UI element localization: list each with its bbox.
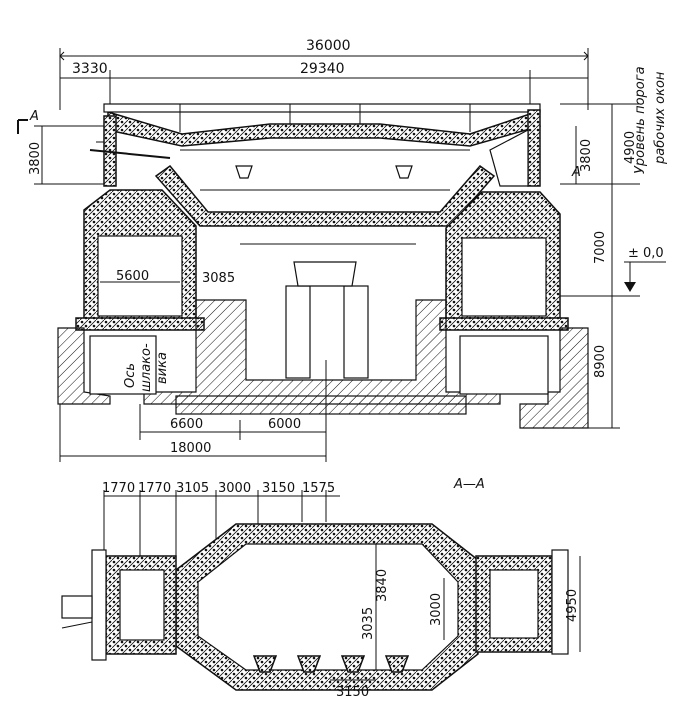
plan-dim-d1: 1770 (102, 481, 135, 496)
zero-mark-label: ± 0,0 (628, 246, 664, 261)
dim-bottom-right: 6000 (268, 417, 301, 432)
plan-dim-h3: 3000 (429, 593, 444, 626)
dim-regen-width: 5600 (116, 269, 149, 284)
left-wall (89, 115, 171, 187)
right-wall (489, 109, 541, 187)
dim-left-height: 3800 (28, 142, 43, 175)
axis-label-line3: вика (155, 352, 170, 384)
dim-upper-right: 4900 (623, 131, 638, 164)
plan-dim-h2: 3035 (361, 607, 376, 640)
section-label-left: A (29, 109, 39, 124)
bottom-dimension-lines (59, 360, 327, 462)
plan-internal-dimension-lines (330, 544, 581, 681)
level-label-line1: Уровень порога (633, 66, 648, 174)
dim-gap: 3085 (202, 271, 235, 286)
level-label-line2: рабочих окон (653, 71, 668, 165)
plan-dim-bottom: 3150 (336, 685, 369, 700)
foundation (57, 299, 589, 429)
section-marker-left (17, 119, 28, 134)
plan-dim-h1: 3840 (375, 569, 390, 602)
plan-dim-d3: 3105 (176, 481, 209, 496)
dim-inner-width: 29340 (300, 61, 345, 77)
dim-bottom-left: 6600 (170, 417, 203, 432)
left-regenerator (75, 189, 205, 331)
plan-dim-d2: 1770 (138, 481, 171, 496)
central-supports (240, 243, 416, 379)
dim-bottom-total: 18000 (170, 441, 211, 456)
dim-total-width: 36000 (306, 38, 351, 54)
plan-dim-d4: 3000 (218, 481, 251, 496)
section-view: 36000 3330 29340 A A 3800 4900 7000 8900… (17, 38, 668, 462)
dim-middle-right: 7000 (593, 231, 608, 264)
plan-furnace-body (61, 523, 569, 691)
top-dimension-lines (59, 48, 589, 110)
right-regenerator (439, 191, 569, 331)
dim-left-offset: 3330 (72, 61, 108, 77)
plan-dim-right-height: 4950 (565, 589, 580, 622)
furnace-bath (154, 149, 496, 227)
plan-title: А—А (453, 477, 485, 492)
plan-top-dimension-lines (103, 490, 340, 560)
axis-label-line1: Ось (123, 363, 138, 388)
right-dimension-lines (560, 103, 640, 429)
zero-level-mark (624, 261, 666, 292)
dim-right-height: 3800 (579, 139, 594, 172)
plan-doors (252, 655, 410, 673)
furnace-roof (103, 103, 541, 147)
plan-dim-d5: 3150 (262, 481, 295, 496)
plan-dim-d6: 1575 (302, 481, 335, 496)
axis-label-line2: шлако- (139, 343, 154, 392)
dim-lower-right: 8900 (593, 345, 608, 378)
plan-view: А—А 1770 1770 3105 3000 3150 1575 (61, 477, 581, 700)
